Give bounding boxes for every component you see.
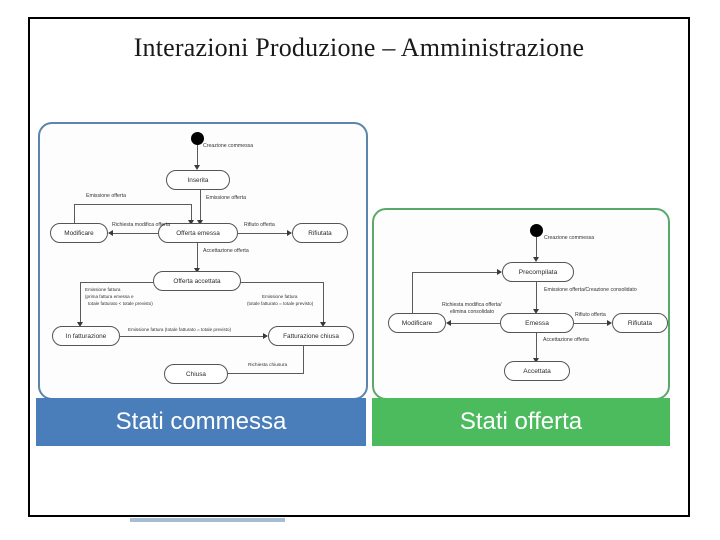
edge-label-creazione-commessa: Creazione commessa [544,235,595,241]
arrowhead-precompilata-a [533,257,539,262]
state-node-modificare: Modificare [50,223,108,243]
arrowhead-fatturazione-chiusa-a [320,322,326,327]
edge-offerta-emessa-modificare [113,233,158,235]
arrowhead-fatturazione-chiusa-b [263,332,268,339]
edge-inserita-offerta-emessa [200,190,202,222]
state-node-precompilata: Precompilata [502,262,574,282]
edge-modificare-across [412,272,498,274]
edge-chiusa-across [227,373,304,375]
arrowhead-rifiutata [607,319,612,326]
edge-label-rifiuto-offerta: Rifiuto offerta [244,222,275,228]
edge-label-emissione-fattura-chiusa-2: (totale fatturato = totale previsto) [247,301,314,306]
edge-label-rifiuto-offerta: Rifiuto offerta [575,312,606,318]
edge-label-emissione-consolidato: Emissione offerta/Creazione consolidato [544,287,637,293]
arrowhead-emessa [533,309,539,314]
state-node-accettata: Accettata [504,361,570,381]
arrowhead-in-fatturazione [77,322,83,327]
edge-start-inserita [197,145,199,167]
decorative-blue-sliver [130,518,285,522]
edge-modificare-across [74,204,192,206]
page-title: Interazioni Produzione – Amministrazione [133,33,585,62]
edge-label-emissione-fattura-prima-3: totale fatturato < totale previsto) [88,301,153,306]
edge-label-emissione-fattura-chiusa-1: Emissione fattura [262,294,298,299]
initial-state-icon [530,224,543,237]
arrowhead-rifiutata [287,229,292,236]
edge-emessa-rifiutata [574,323,607,325]
edge-label-emissione-fattura-prima-1: Emissione fattura [85,287,121,292]
edge-accettata-left-down [80,282,82,324]
state-node-fatturazione-chiusa: Fatturazione chiusa [268,326,354,346]
arrowhead-modificare [108,229,113,236]
edge-label-creazione-commessa: Creazione commessa [203,143,254,149]
edge-modificare-up [412,272,414,316]
diagram-panel-stati-commessa: Creazione commessa Inserita Emissione of… [38,122,368,400]
edge-offerta-emessa-accettata [197,243,199,270]
edge-offerta-emessa-rifiutata [238,233,287,235]
state-node-rifiutata: Rifiutata [292,223,348,243]
arrowhead-precompilata-b [497,268,502,275]
state-node-modificare: Modificare [388,313,446,333]
initial-state-icon [191,132,204,145]
arrowhead-inserita [194,165,200,170]
edge-chiusa-down [303,346,305,374]
arrowhead-modificare [446,319,451,326]
edge-label-richiesta-chiusura: Richiesta chiusura [248,363,288,368]
edge-label-emissione-fattura-mid: Emissione fattura (totale fatturato = to… [128,327,232,332]
edge-label-richiesta-modifica-2: elimina consolidato [450,309,495,315]
state-node-offerta-accettata: Offerta accettata [153,271,241,291]
caption-stati-commessa: Stati commessa [36,398,366,446]
edge-accettata-right-down [323,282,325,324]
edge-accettata-left-across [80,282,154,284]
caption-stati-offerta: Stati offerta [372,398,670,446]
diagram-panel-stati-offerta: Creazione commessa Precompilata Emission… [372,208,670,400]
state-diagram-offerta: Creazione commessa Precompilata Emission… [374,210,668,398]
edge-label-emissione-fattura-prima-2: (prima fattura emessa e [85,294,134,299]
state-node-in-fatturazione: In fatturazione [52,326,120,346]
edge-label-emissione-offerta-b: Emissione offerta [206,195,246,201]
state-node-offerta-emessa: Offerta emessa [158,223,238,243]
edge-label-richiesta-modifica-1: Richiesta modifica offerta/ [442,302,502,308]
edge-start-precompilata [536,237,538,259]
edge-modificare-up [74,204,76,230]
state-node-rifiutata: Rifiutata [612,313,668,333]
edge-accettata-right-across [240,282,324,284]
state-node-inserita: Inserita [166,170,230,190]
edge-modificare-down [191,204,193,222]
state-node-chiusa: Chiusa [164,364,228,384]
edge-label-richiesta-modifica: Richiesta modifica offerta [112,222,171,228]
state-node-emessa: Emessa [500,313,574,333]
edge-in-fatturazione-chiusa [120,336,263,338]
state-diagram-commessa: Creazione commessa Inserita Emissione of… [40,124,366,398]
edge-label-accettazione-offerta: Accettazione offerta [543,337,589,343]
edge-label-accettazione-offerta: Accettazione offerta [203,248,249,254]
edge-precompilata-emessa [536,282,538,311]
edge-label-emissione-offerta-a: Emissione offerta [86,193,126,199]
edge-emessa-accettata [536,333,538,360]
edge-emessa-modificare [451,323,500,325]
